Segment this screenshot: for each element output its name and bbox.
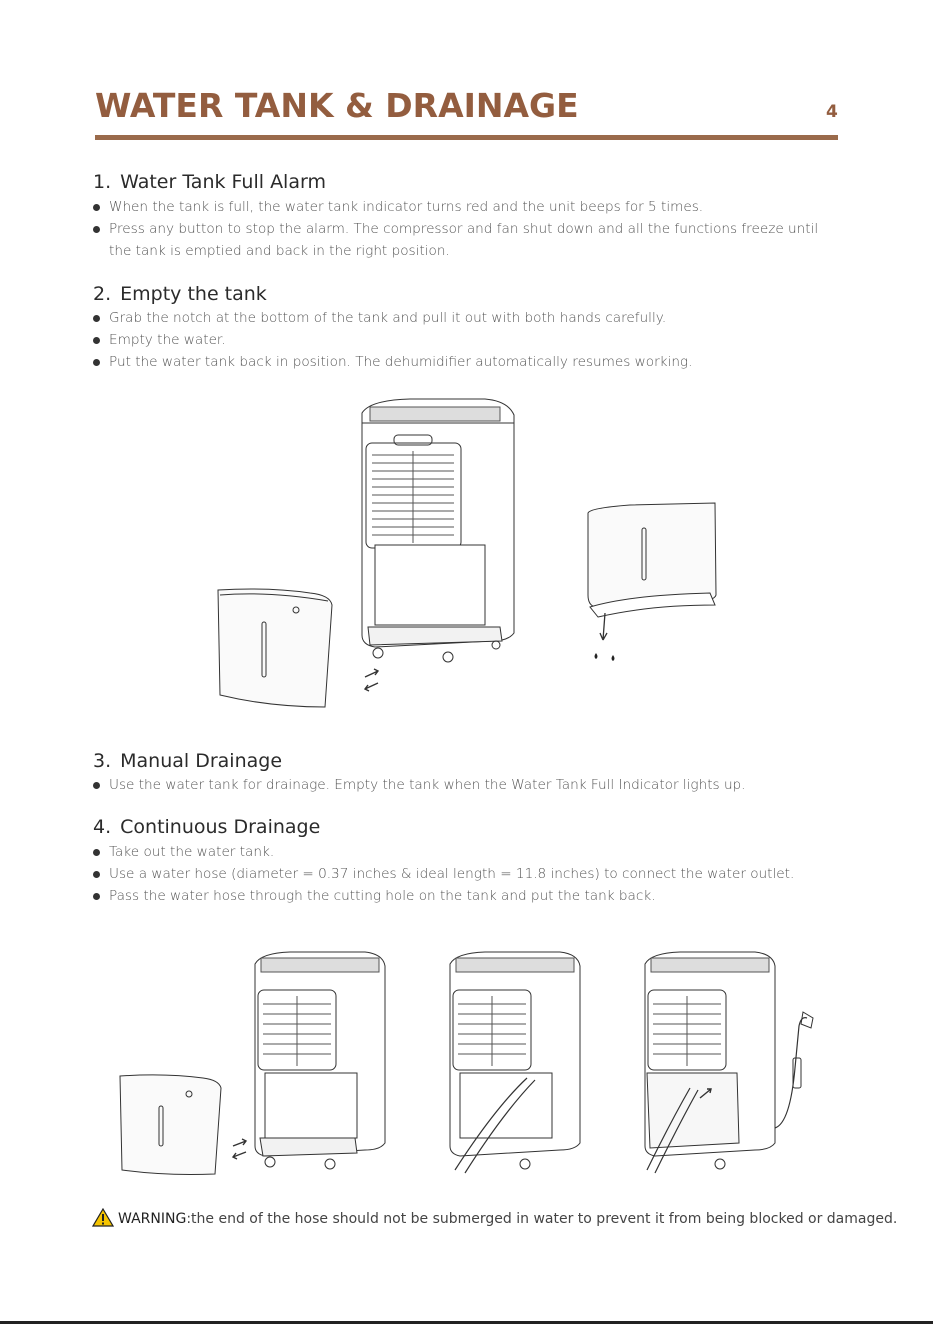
title-divider	[95, 135, 838, 140]
section-heading-water-tank-full-alarm: 1.Water Tank Full Alarm	[93, 171, 326, 193]
page-number: 4	[826, 102, 838, 122]
warning-note: WARNING:the end of the hose should not b…	[91, 1207, 898, 1231]
page-title: WATER TANK & DRAINAGE	[95, 86, 579, 125]
list-item: Grab the notch at the bottom of the tank…	[93, 307, 843, 329]
water-tank-illustration	[119, 1074, 222, 1175]
section-4-bullets: Take out the water tank. Use a water hos…	[93, 841, 843, 907]
dehumidifier-illustration	[644, 951, 814, 1174]
dehumidifier-illustration	[361, 398, 515, 663]
section-3-bullets: Use the water tank for drainage. Empty t…	[93, 774, 843, 796]
list-item: Use the water tank for drainage. Empty t…	[93, 774, 843, 796]
dehumidifier-illustration	[449, 951, 581, 1174]
section-heading-continuous-drainage: 4.Continuous Drainage	[93, 816, 321, 838]
warning-triangle-icon	[91, 1207, 115, 1231]
empty-tank-illustration	[210, 395, 730, 715]
swap-arrows-icon	[231, 1138, 248, 1160]
section-heading-manual-drainage: 3.Manual Drainage	[93, 750, 283, 772]
list-item: Use a water hose (diameter = 0.37 inches…	[93, 863, 843, 885]
list-item: Empty the water.	[93, 329, 843, 351]
warning-text: :the end of the hose should not be subme…	[186, 1211, 898, 1227]
water-tank-illustration	[217, 588, 333, 708]
water-drop-icon	[594, 653, 615, 661]
section-2-bullets: Grab the notch at the bottom of the tank…	[93, 307, 843, 373]
page-bottom-edge	[0, 1321, 933, 1324]
section-1-bullets: When the tank is full, the water tank in…	[93, 196, 843, 262]
swap-arrows-icon	[363, 668, 380, 692]
dehumidifier-illustration	[254, 951, 386, 1170]
continuous-drainage-svg	[119, 951, 814, 1175]
list-item: Press any button to stop the alarm. The …	[93, 218, 843, 262]
continuous-drainage-illustration	[115, 948, 835, 1180]
list-item: When the tank is full, the water tank in…	[93, 196, 843, 218]
list-item: Take out the water tank.	[93, 841, 843, 863]
warning-label: WARNING	[118, 1211, 187, 1227]
section-heading-empty-the-tank: 2.Empty the tank	[93, 283, 267, 305]
empty-tank-svg	[217, 398, 717, 708]
water-tank-illustration	[587, 502, 717, 641]
list-item: Put the water tank back in position. The…	[93, 351, 843, 373]
list-item: Pass the water hose through the cutting …	[93, 885, 843, 907]
